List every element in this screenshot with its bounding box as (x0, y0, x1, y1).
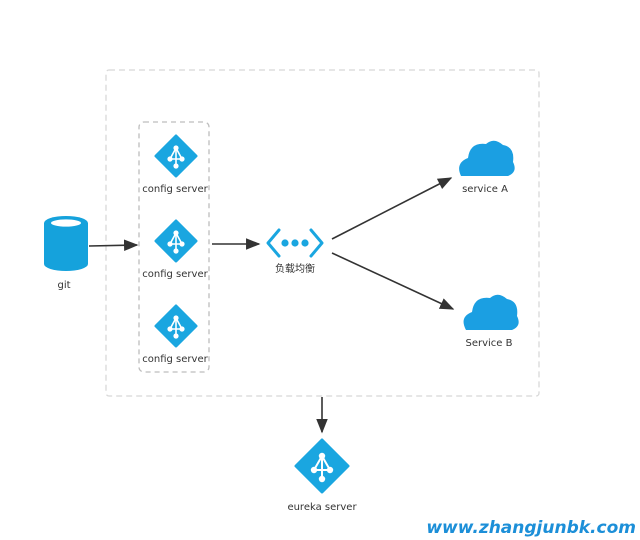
config-server-2[interactable]: config server (142, 219, 209, 280)
config-server-group (138, 121, 210, 373)
eureka-server-node[interactable]: eureka server (287, 438, 357, 513)
watermark-text: www.zhangjunbk.com (426, 518, 636, 538)
git-label: git (57, 280, 70, 291)
arrow-lb-to-service-b (331, 252, 455, 310)
arrow-lb-to-service-a (331, 177, 453, 240)
database-icon (44, 216, 88, 271)
config-server-label: config server (142, 184, 208, 195)
cloud-icon (459, 140, 515, 176)
load-balancer-node[interactable]: 负载均衡 (266, 228, 324, 275)
config-server-1[interactable]: config server (142, 134, 209, 195)
config-server-label: config server (142, 269, 208, 280)
load-balancer-icon (266, 228, 324, 258)
config-server-3[interactable]: config server (142, 304, 209, 365)
service-b-label: Service B (466, 338, 513, 349)
load-balancer-label: 负载均衡 (275, 262, 315, 275)
git-node[interactable]: git (44, 216, 88, 291)
diamond-network-icon (294, 438, 350, 494)
cloud-icon (463, 294, 519, 330)
config-server-label: config server (142, 354, 208, 365)
service-b-node[interactable]: Service B (463, 294, 519, 349)
diamond-network-icon (154, 219, 198, 263)
outer-container (105, 69, 540, 397)
diamond-network-icon (154, 304, 198, 348)
arrow-git-to-config (88, 239, 139, 252)
service-a-node[interactable]: service A (459, 140, 515, 195)
diamond-network-icon (154, 134, 198, 178)
eureka-server-label: eureka server (287, 502, 357, 513)
service-a-label: service A (462, 184, 508, 195)
